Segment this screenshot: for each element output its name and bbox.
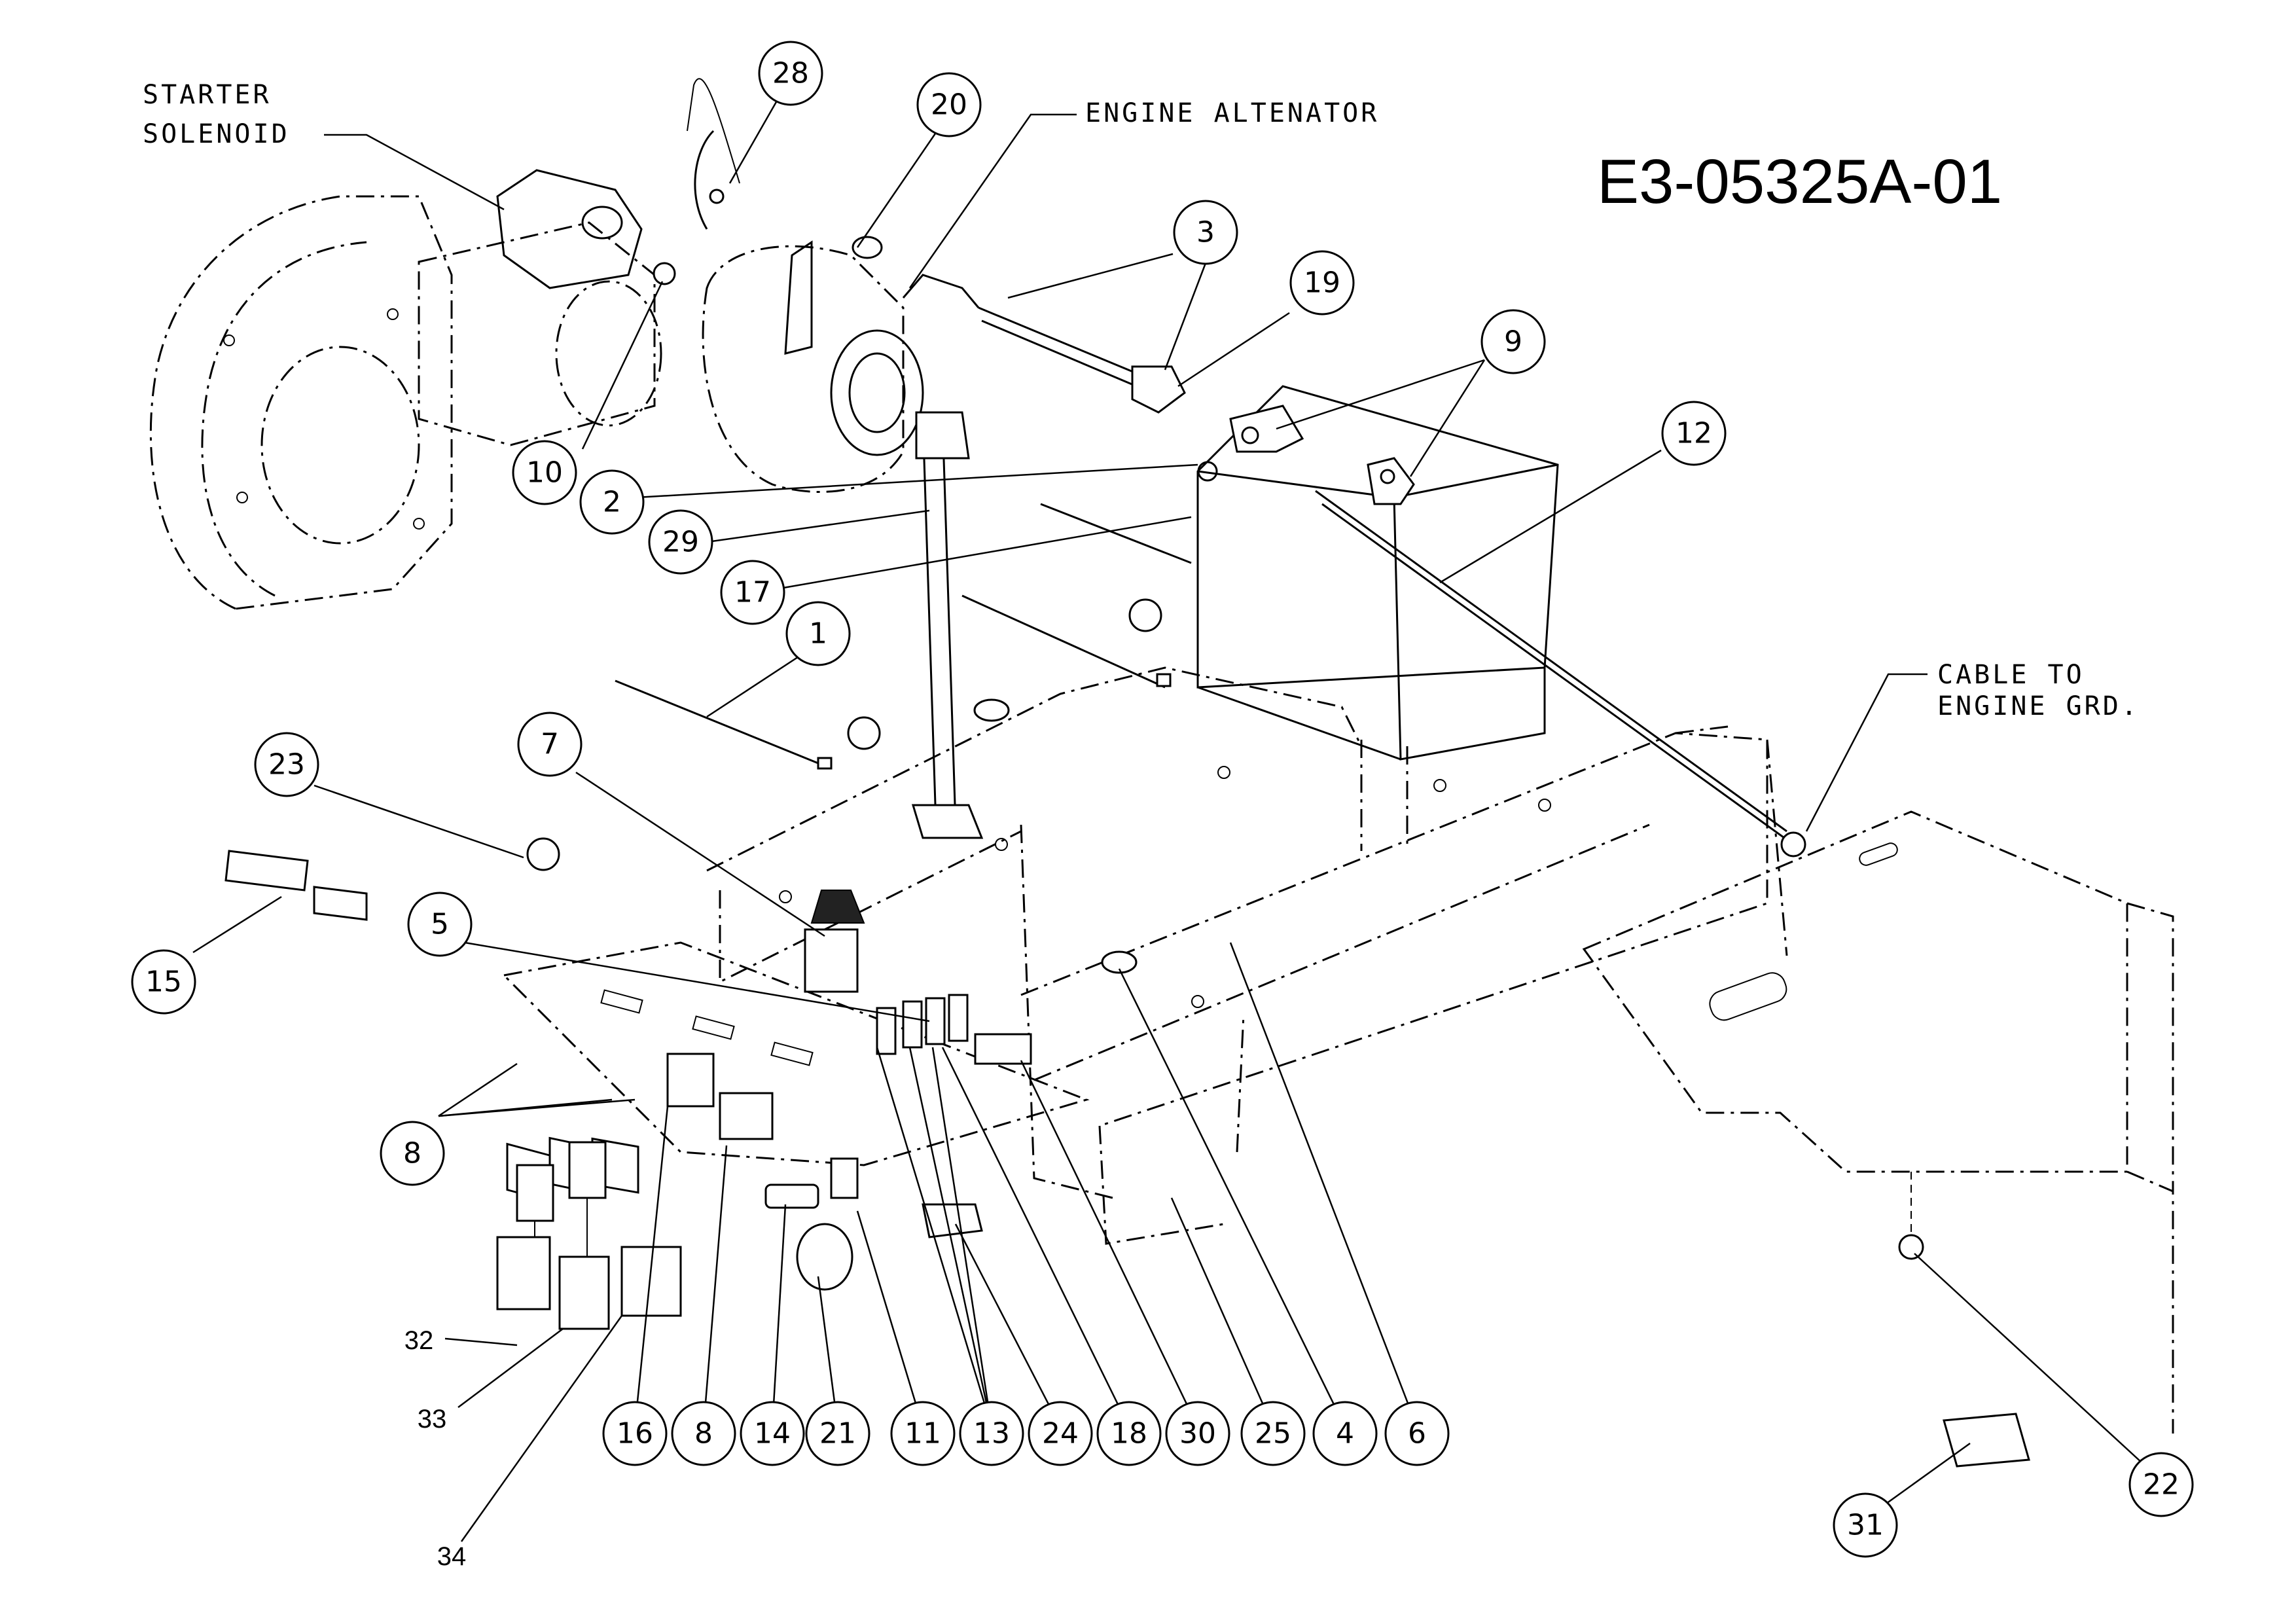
svg-text:8: 8 [403,1137,422,1170]
callout-4: 4 [1312,1401,1378,1466]
part-number-32: 32 [404,1326,434,1355]
floor-pan [1582,810,2174,1434]
engine-mount-plate [149,195,453,610]
callout-11: 11 [890,1401,956,1466]
svg-text:7: 7 [541,728,559,761]
callout-24: 24 [1028,1401,1093,1466]
harness-connector-15 [224,850,309,892]
svg-text:22: 22 [2143,1468,2179,1502]
battery-hold-down [911,411,1192,839]
switch-31 [1943,1413,2030,1468]
svg-text:23: 23 [268,748,305,782]
callout-8-bottom: 8 [671,1401,736,1466]
svg-text:17: 17 [734,576,771,609]
callout-25: 25 [1240,1401,1306,1466]
drawing-number: E3-05325A-01 [1597,147,2002,217]
callout-7: 7 [517,712,583,777]
callout-15: 15 [131,949,196,1015]
callout-1: 1 [785,601,851,666]
svg-text:14: 14 [754,1417,791,1451]
starter-terminal-nut [653,262,676,285]
callout-10: 10 [512,440,577,505]
cable-label-line2: ENGINE GRD. [1937,691,2140,721]
dash-panel [501,941,1090,1166]
svg-text:13: 13 [973,1417,1010,1451]
svg-text:21: 21 [819,1417,856,1451]
tractor-frame [706,666,1788,1245]
callout-29: 29 [648,509,713,575]
callout-20: 20 [916,72,982,137]
starter-label-line1: STARTER [143,80,272,110]
part-number-33: 33 [418,1405,447,1434]
cable-clip [1128,598,1162,632]
callout-2: 2 [579,469,645,535]
svg-text:29: 29 [662,526,699,559]
engine-alternator-label: ENGINE ALTENATOR [908,98,1379,289]
svg-text:6: 6 [1408,1417,1426,1451]
callout-30: 30 [1165,1401,1230,1466]
callout-13: 13 [959,1401,1024,1466]
push-pin [973,698,1010,722]
starter-label-line2: SOLENOID [143,119,290,149]
callout-8-left: 8 [380,1121,445,1186]
svg-text:20: 20 [931,88,967,122]
callout-9: 9 [1480,309,1546,374]
svg-text:31: 31 [1847,1509,1884,1542]
callout-31: 31 [1833,1492,1898,1558]
svg-text:16: 16 [617,1417,653,1451]
part-number-34: 34 [437,1542,467,1571]
callout-23: 23 [254,732,319,797]
callout-14: 14 [740,1401,805,1466]
svg-text:12: 12 [1676,417,1712,450]
callout-18: 18 [1096,1401,1162,1466]
starter-solenoid-label: STARTER SOLENOID [143,80,505,211]
engine-alternator [694,130,924,493]
svg-text:4: 4 [1336,1417,1354,1451]
callout-21: 21 [805,1401,870,1466]
switch-cluster [764,890,1032,1291]
battery-cables [687,78,1806,857]
svg-text:18: 18 [1111,1417,1147,1451]
callout-28: 28 [758,41,823,106]
svg-text:11: 11 [905,1417,941,1451]
cable-clip [847,716,881,750]
loose-parts [224,598,2030,1468]
svg-text:8: 8 [694,1417,713,1451]
starter-motor [418,169,676,446]
battery [1196,385,1559,761]
svg-text:24: 24 [1042,1417,1079,1451]
callout-17: 17 [720,560,785,625]
callout-22: 22 [2128,1452,2194,1517]
cable-label-line1: CABLE TO [1937,660,2085,690]
svg-text:1: 1 [809,617,827,651]
svg-text:5: 5 [431,908,449,941]
callout-6: 6 [1384,1401,1450,1466]
svg-text:19: 19 [1304,266,1340,300]
wire-harness-connectors [496,1141,682,1330]
callout-16: 16 [602,1401,668,1466]
svg-text:2: 2 [603,486,621,519]
callout-12: 12 [1661,401,1727,466]
cable-to-engine-ground-label: CABLE TO ENGINE GRD. [1805,660,2140,832]
svg-text:3: 3 [1196,216,1215,249]
svg-text:9: 9 [1504,325,1522,359]
svg-text:15: 15 [145,965,182,999]
callout-19: 19 [1289,250,1355,316]
leader-lines [192,91,2159,1542]
svg-text:30: 30 [1179,1417,1216,1451]
cable-clip-23 [526,837,560,871]
svg-text:10: 10 [526,456,563,490]
push-pin [1101,950,1138,974]
alternator-label: ENGINE ALTENATOR [1085,98,1379,128]
callout-3: 3 [1173,200,1238,265]
svg-text:25: 25 [1255,1417,1291,1451]
svg-text:28: 28 [772,57,809,90]
callout-5: 5 [407,892,473,957]
